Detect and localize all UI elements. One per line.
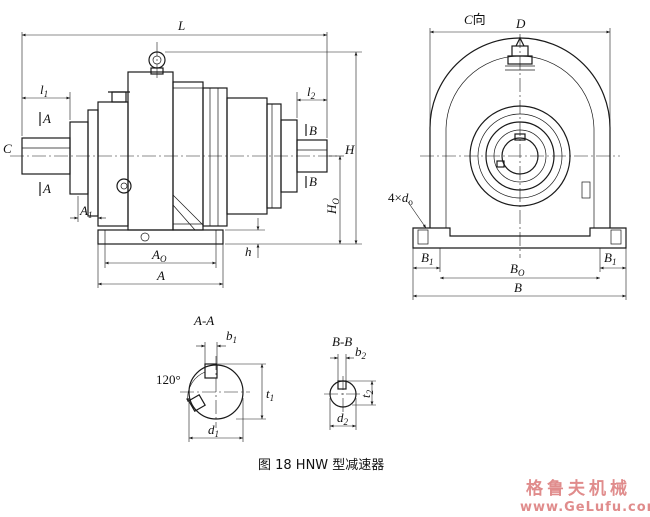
label-A0: AO xyxy=(151,247,167,264)
section-AA xyxy=(180,342,266,442)
label-section-AA: A-A xyxy=(193,313,214,328)
label-H: H xyxy=(344,142,355,157)
watermark-name: 格鲁夫机械 xyxy=(526,478,631,499)
section-AA-labels: A-A b1 120° t1 d1 xyxy=(156,313,274,439)
label-A-top: A xyxy=(42,111,51,126)
label-B1-left: B1 xyxy=(421,250,433,267)
label-B-bottom: B xyxy=(309,174,317,189)
label-H0: HO xyxy=(324,198,341,215)
front-view xyxy=(10,42,340,245)
label-angle: 120° xyxy=(156,372,181,387)
front-dimensions xyxy=(21,32,362,288)
label-B: B xyxy=(514,280,522,295)
label-holes: 4×do xyxy=(388,190,413,207)
watermark-url: www.GeLufu.com xyxy=(520,500,650,515)
front-labels: L l1 l2 A A B B C H HO A1 h AO A xyxy=(3,18,355,283)
label-h: h xyxy=(245,244,252,259)
label-b2: b2 xyxy=(355,344,367,361)
label-l1: l1 xyxy=(40,82,48,99)
label-t2: t2 xyxy=(358,389,375,398)
side-dimensions xyxy=(407,28,627,300)
label-B-top: B xyxy=(309,123,317,138)
label-D: D xyxy=(515,16,526,31)
label-A-bottom: A xyxy=(42,181,51,196)
label-B1-right: B1 xyxy=(604,250,616,267)
label-t1: t1 xyxy=(266,386,274,403)
label-L: L xyxy=(177,18,185,33)
label-B0: BO xyxy=(510,261,525,278)
figure-caption: 图 18 HNW 型减速器 xyxy=(258,458,384,473)
label-A: A xyxy=(156,268,165,283)
label-b1: b1 xyxy=(226,328,237,345)
label-l2: l2 xyxy=(307,84,316,101)
label-section-BB: B-B xyxy=(332,334,352,349)
side-labels: C向 D 4×do B1 BO B1 B xyxy=(388,12,616,295)
section-BB xyxy=(324,354,376,430)
label-A1: A1 xyxy=(79,203,92,220)
label-C-view: C向 xyxy=(464,12,486,28)
label-C: C xyxy=(3,141,12,156)
label-d1: d1 xyxy=(208,422,219,439)
section-BB-labels: B-B b2 t2 d2 xyxy=(332,334,375,427)
label-d2: d2 xyxy=(337,410,349,427)
side-view xyxy=(412,34,627,258)
